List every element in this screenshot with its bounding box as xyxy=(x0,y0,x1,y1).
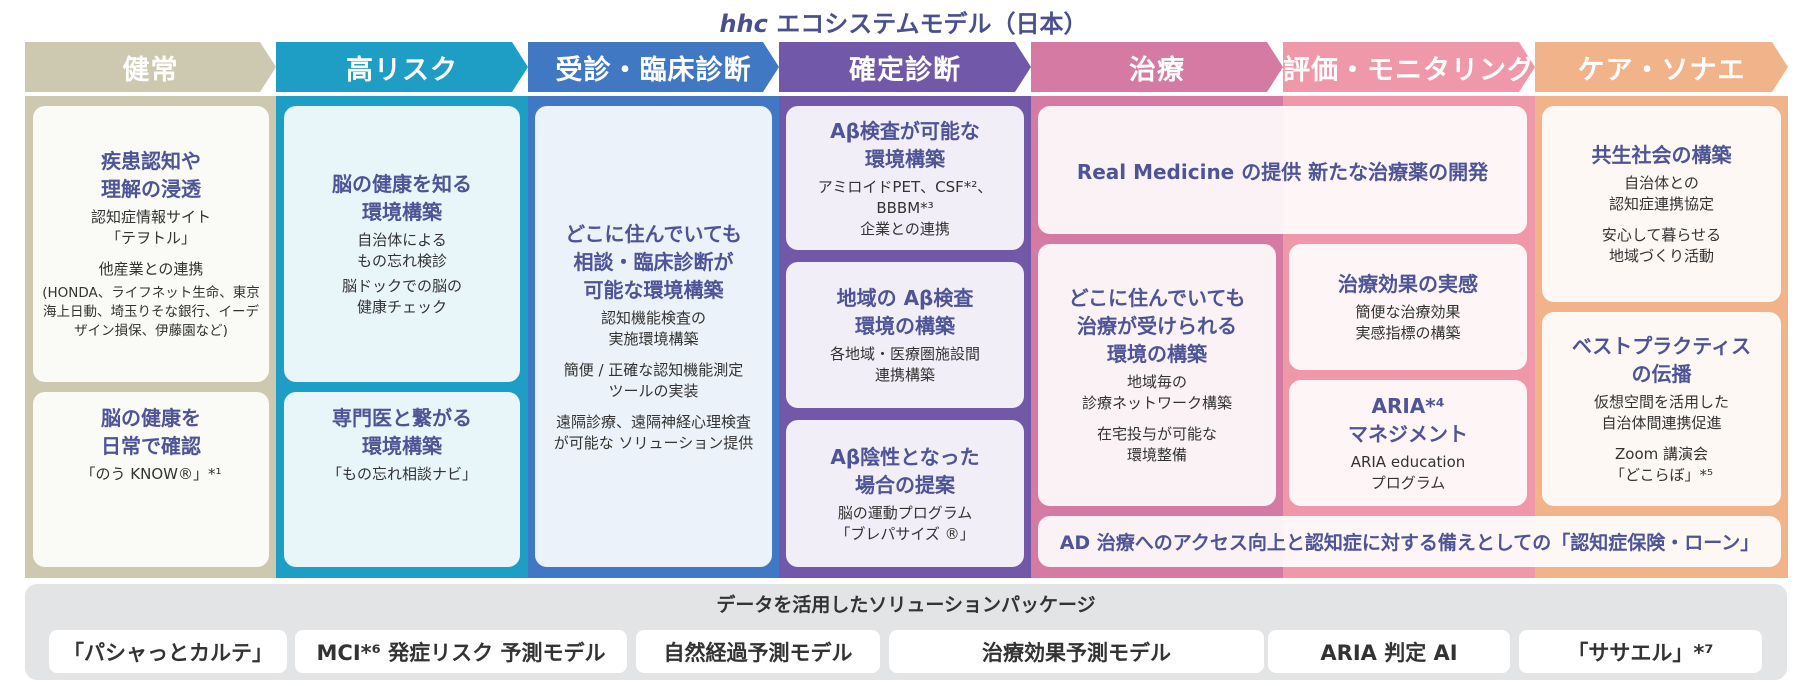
card-heading: 脳の健康を知る 環境構築 xyxy=(332,172,472,224)
stage-label: 確定診断 xyxy=(849,54,961,86)
card-text: 安心して暮らせる 地域づくり活動 xyxy=(1601,226,1722,265)
card-symbiotic-society: 共生社会の構築 自治体との 認知症連携協定 安心して暮らせる 地域づくり活動 xyxy=(1542,106,1781,302)
stage-header-healthy: 健常 xyxy=(25,42,276,92)
card-text: ARIA education プログラム xyxy=(1350,453,1466,492)
card-text: 「もの忘れ相談ナビ」 xyxy=(326,465,477,483)
card-consultation-env: どこに住んでいても 相談・臨床診断が 可能な環境構築 認知機能検査の 実施環境構… xyxy=(535,106,772,567)
stage-header-treatment: 治療 xyxy=(1031,42,1283,92)
card-text: 仮想空間を活用した 自治体間連携促進 xyxy=(1593,393,1729,432)
stage-header-high-risk: 高リスク xyxy=(276,42,528,92)
stage-label: 健常 xyxy=(122,54,179,86)
package-item-label: 自然経過予測モデル xyxy=(663,640,853,665)
card-text: Zoom 講演会 「どこらぼ」*⁵ xyxy=(1609,445,1714,484)
card-abeta-negative: Aβ陰性となった 場合の提案 脳の運動プログラム 「ブレパサイズ ®」 xyxy=(786,420,1024,567)
card-text: 認知機能検査の 実施環境構築 xyxy=(600,308,706,348)
card-aria-management: ARIA*⁴ マネジメント ARIA education プログラム xyxy=(1289,380,1527,506)
card-heading: 疾患認知や 理解の浸透 xyxy=(101,149,201,201)
brand-name: hhc xyxy=(719,10,768,38)
package-item-pashatto-karte: 「パシャっとカルテ」 xyxy=(49,630,287,673)
stage-label: 受診・臨床診断 xyxy=(555,54,752,86)
card-abeta-test-env: Aβ検査が可能な 環境構築 アミロイドPET、CSF*²、 BBBM*³ 企業と… xyxy=(786,106,1024,250)
package-item-treatment-effect-model: 治療効果予測モデル xyxy=(889,630,1264,673)
card-text: (HONDA、ライフネット生命、東京海上日動、埼玉りそな銀行、イーデザイン損保、… xyxy=(42,285,260,339)
card-text: 認知症情報サイト 「テヲトル」 xyxy=(90,208,211,247)
card-heading: ARIA*⁴ マネジメント xyxy=(1348,394,1468,446)
package-item-label: ARIA 判定 AI xyxy=(1320,640,1458,665)
card-treatment-access: どこに住んでいても 治療が受けられる 環境の構築 地域毎の 診療ネットワーク構築… xyxy=(1038,244,1276,506)
card-heading: 地域の Aβ検査 環境の構築 xyxy=(836,286,974,338)
card-brain-health-env: 脳の健康を知る 環境構築 自治体による もの忘れ検診 脳ドックでの脳の 健康チェ… xyxy=(284,106,520,382)
card-heading: ベストプラクティス の伝播 xyxy=(1571,334,1752,386)
card-heading: Aβ陰性となった 場合の提案 xyxy=(830,444,980,497)
card-text: 各地域・医療圏施設間 連携構築 xyxy=(829,345,980,384)
card-disease-awareness: 疾患認知や 理解の浸透 認知症情報サイト 「テヲトル」 他産業との連携 (HON… xyxy=(33,106,269,382)
card-heading: Real Medicine の提供 新たな治療薬の開発 xyxy=(1076,159,1489,184)
diagram-title: hhc エコシステムモデル（日本） xyxy=(0,4,1807,39)
card-text: 自治体との 認知症連携協定 xyxy=(1608,174,1714,213)
card-text: 地域毎の 診療ネットワーク構築 xyxy=(1081,373,1232,412)
card-dementia-insurance: AD 治療へのアクセス向上と認知症に対する備えとしての「認知症保険・ローン」 xyxy=(1038,516,1781,567)
card-real-medicine: Real Medicine の提供 新たな治療薬の開発 xyxy=(1038,106,1527,234)
card-text: 他産業との連携 xyxy=(98,260,204,278)
stage-header-care: ケア・ソナエ xyxy=(1535,42,1788,92)
card-heading: Aβ検査が可能な 環境構築 xyxy=(830,118,980,171)
solution-package-title: データを活用したソリューションパッケージ xyxy=(716,594,1096,616)
stage-label: 治療 xyxy=(1129,54,1185,86)
card-heading: 脳の健康を 日常で確認 xyxy=(101,406,201,458)
stage-header-consult: 受診・臨床診断 xyxy=(528,42,779,92)
package-item-label: MCI*⁶ 発症リスク 予測モデル xyxy=(316,640,606,665)
card-heading: 共生社会の構築 xyxy=(1591,143,1732,167)
card-text: 在宅投与が可能な 環境整備 xyxy=(1096,425,1217,464)
package-item-aria-ai: ARIA 判定 AI xyxy=(1268,630,1510,673)
stage-label: ケア・ソナエ xyxy=(1577,54,1746,86)
package-item-label: 治療効果予測モデル xyxy=(982,640,1171,665)
card-regional-abeta: 地域の Aβ検査 環境の構築 各地域・医療圏施設間 連携構築 xyxy=(786,262,1024,408)
package-item-natural-course-model: 自然経過予測モデル xyxy=(636,630,880,673)
card-text: 遠隔診療、遠隔神経心理検査 が可能な ソリューション提供 xyxy=(553,412,754,452)
title-text: エコシステムモデル（日本） xyxy=(767,10,1088,38)
stage-header-confirm: 確定診断 xyxy=(779,42,1031,92)
stage-label: 評価・モニタリング xyxy=(1283,54,1535,86)
card-text: アミロイドPET、CSF*²、 BBBM*³ 企業との連携 xyxy=(817,177,993,238)
card-heading: 専門医と繋がる 環境構築 xyxy=(332,406,472,458)
card-daily-brain-check: 脳の健康を 日常で確認 「のう KNOW®」*¹ xyxy=(33,392,269,567)
card-heading: どこに住んでいても 相談・臨床診断が 可能な環境構築 xyxy=(565,221,742,302)
card-specialist-connection: 専門医と繋がる 環境構築 「もの忘れ相談ナビ」 xyxy=(284,392,520,567)
package-item-sasaeru: 「ササエル」*⁷ xyxy=(1519,630,1762,673)
card-text: 脳ドックでの脳の 健康チェック xyxy=(341,277,462,316)
package-item-mci-risk-model: MCI*⁶ 発症リスク 予測モデル xyxy=(295,630,627,673)
card-heading: AD 治療へのアクセス向上と認知症に対する備えとしての「認知症保険・ローン」 xyxy=(1059,532,1760,554)
card-text: 「のう KNOW®」*¹ xyxy=(80,465,222,483)
stage-header-evaluation: 評価・モニタリング xyxy=(1283,42,1535,92)
card-text: 簡便な治療効果 実感指標の構築 xyxy=(1355,303,1461,342)
card-text: 脳の運動プログラム 「ブレパサイズ ®」 xyxy=(835,503,975,543)
card-heading: 治療効果の実感 xyxy=(1338,272,1478,296)
card-treatment-effect: 治療効果の実感 簡便な治療効果 実感指標の構築 xyxy=(1289,244,1527,370)
package-item-label: 「パシャっとカルテ」 xyxy=(63,640,273,665)
card-text: 簡便 / 正確な認知機能測定 ツールの実装 xyxy=(563,360,744,400)
stage-label: 高リスク xyxy=(346,54,458,86)
package-item-label: 「ササエル」*⁷ xyxy=(1567,640,1714,665)
card-heading: どこに住んでいても 治療が受けられる 環境の構築 xyxy=(1068,286,1246,366)
card-best-practice: ベストプラクティス の伝播 仮想空間を活用した 自治体間連携促進 Zoom 講演… xyxy=(1542,312,1781,506)
card-text: 自治体による もの忘れ検診 xyxy=(356,231,447,270)
